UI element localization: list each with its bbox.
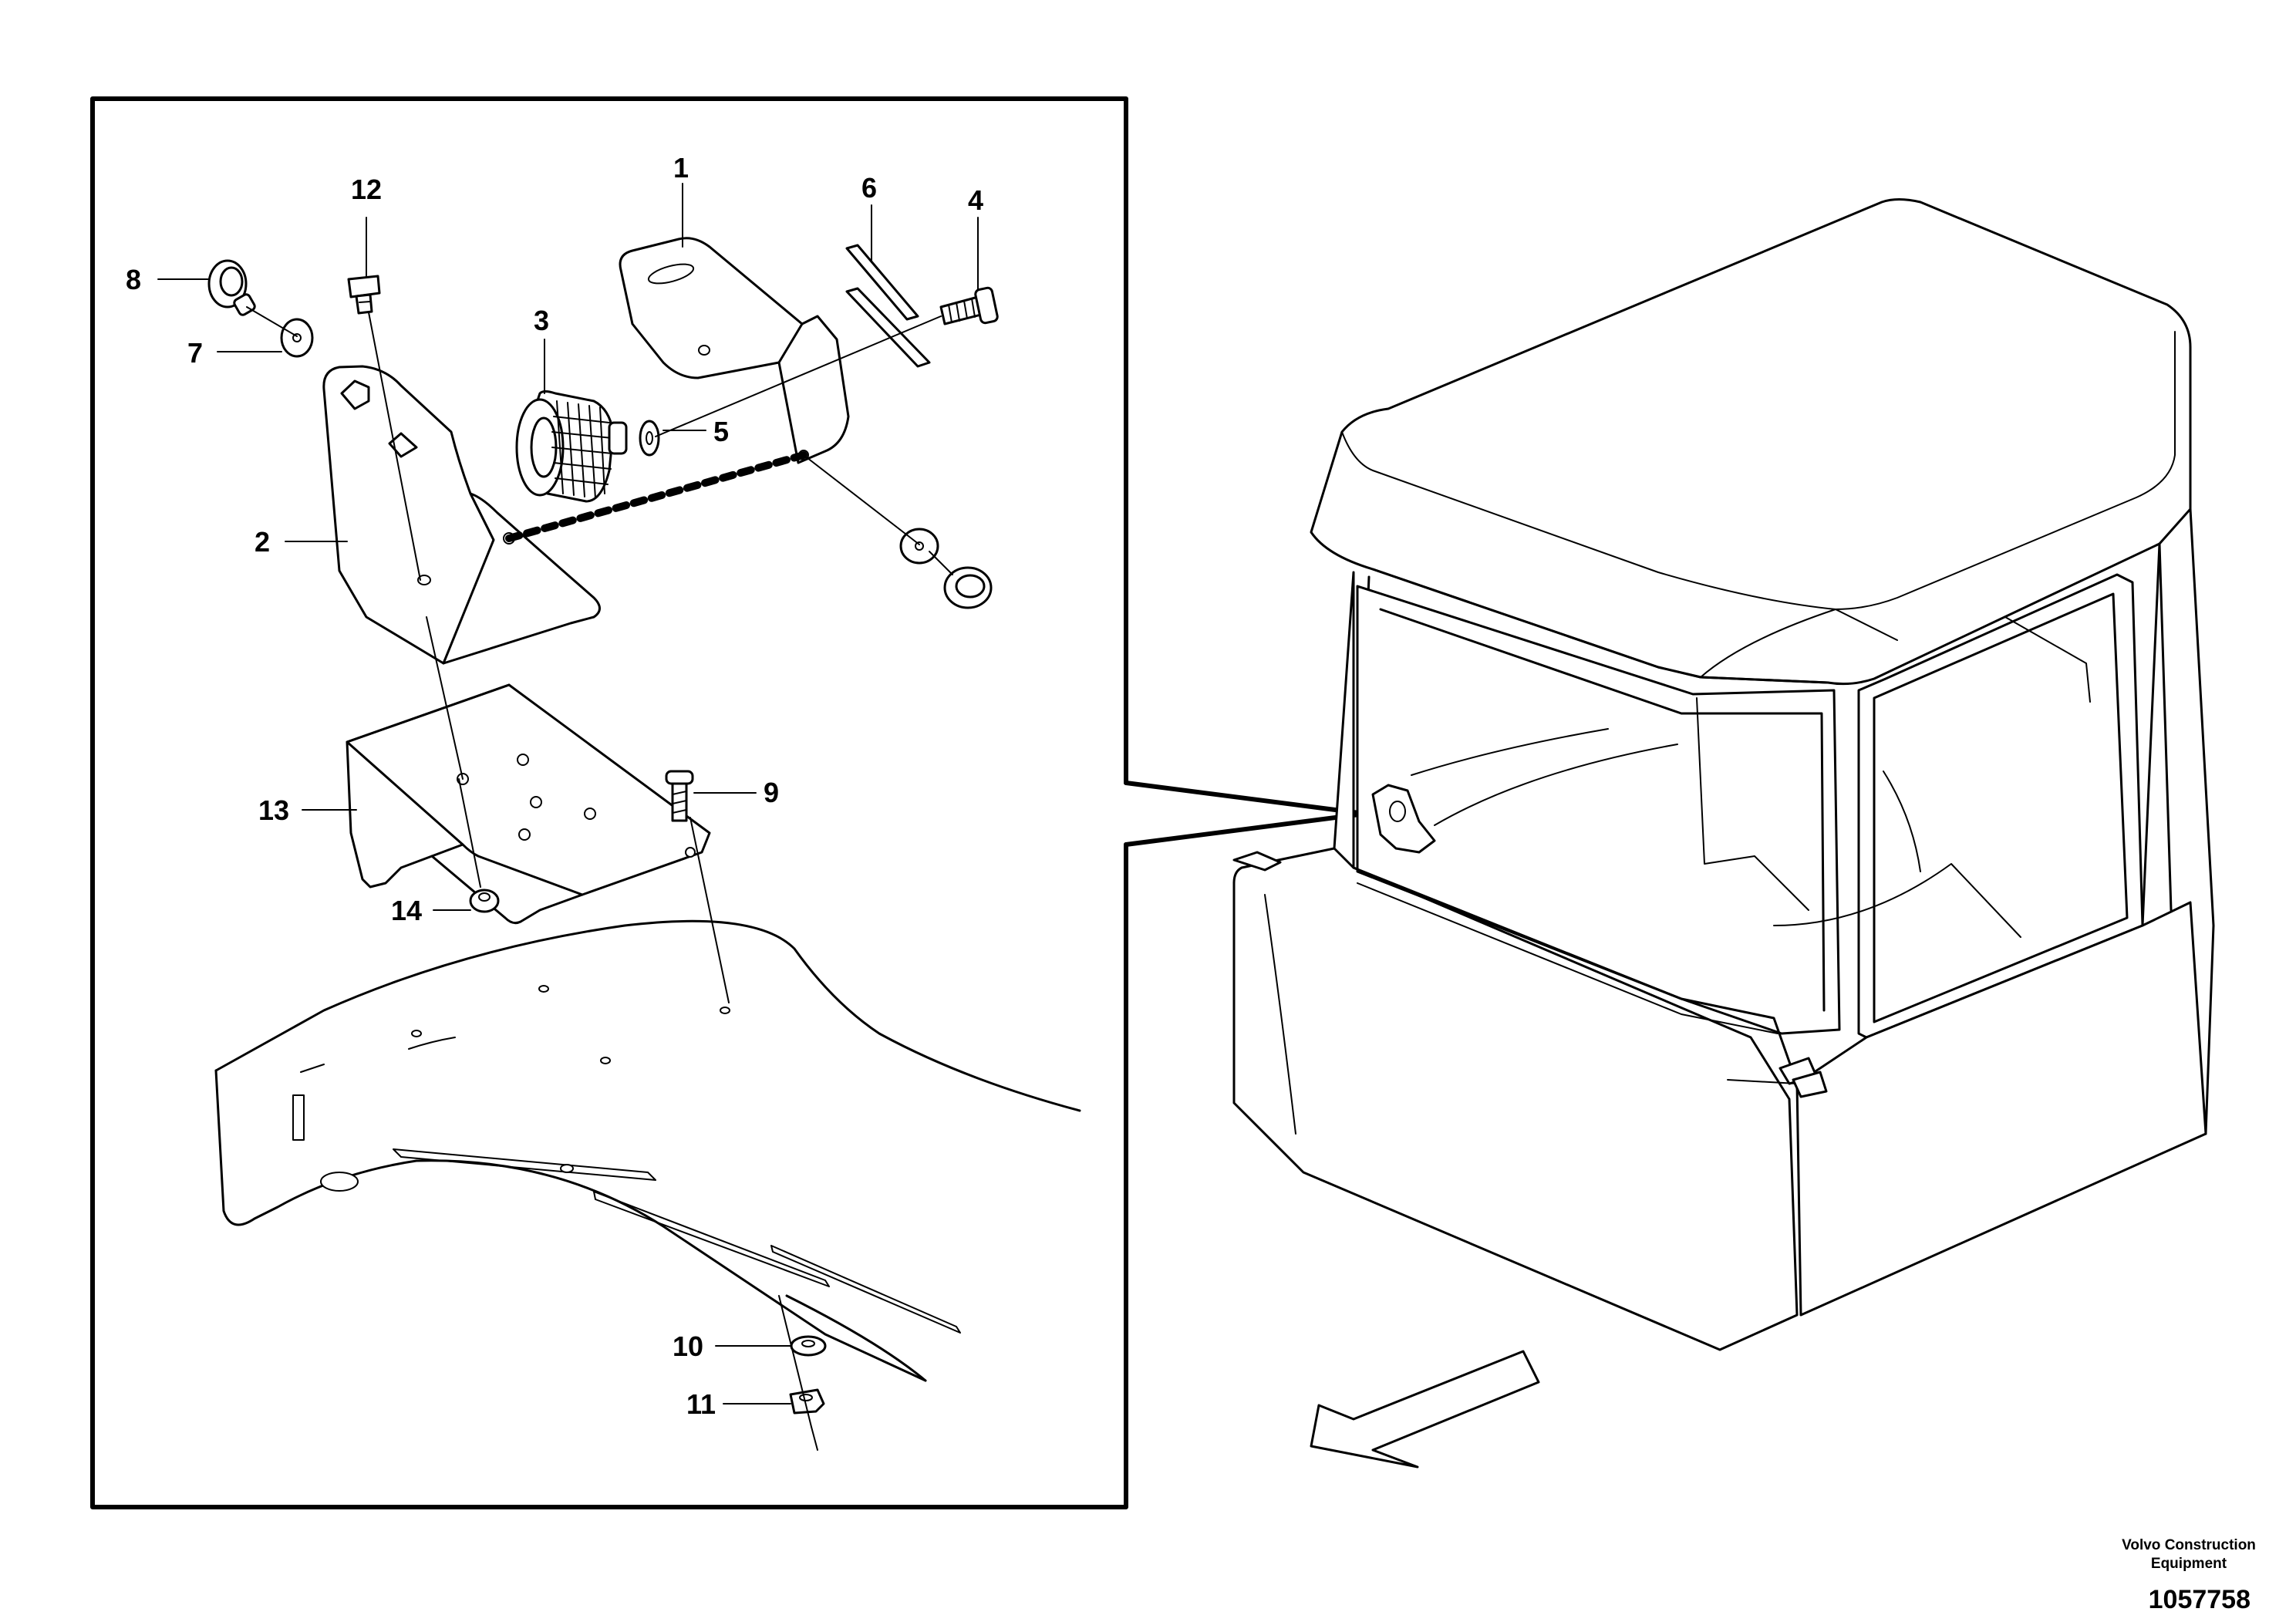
washer-part-7 xyxy=(280,318,314,358)
callout-12: 12 xyxy=(351,174,382,205)
callout-7: 7 xyxy=(187,337,203,369)
callout-8: 8 xyxy=(126,264,141,295)
washer-part-5 xyxy=(639,420,660,457)
knob-part-8 xyxy=(207,259,256,316)
bracket-part-2 xyxy=(322,365,601,665)
leader-lines xyxy=(157,183,979,1404)
cab-windshield xyxy=(1356,585,1841,1035)
cab-front-left xyxy=(1232,571,1799,1351)
footer: Volvo Construction Equipment 1057758 xyxy=(2122,1537,2256,1614)
fender-surface xyxy=(214,919,1081,1382)
maker-line-1: Volvo Construction xyxy=(2122,1537,2256,1553)
cab-side-window xyxy=(1857,573,2144,1039)
shims-part-6 xyxy=(845,244,931,368)
cab-overview xyxy=(1232,198,2215,1351)
bolt-part-12 xyxy=(347,275,381,315)
document-number: 1057758 xyxy=(2149,1585,2250,1614)
callout-1: 1 xyxy=(673,152,689,184)
callout-13: 13 xyxy=(258,794,289,826)
callout-10: 10 xyxy=(673,1330,703,1362)
maker-line-2: Equipment xyxy=(2151,1556,2227,1572)
knurled-knob-part-3 xyxy=(515,390,628,503)
screw-part-4 xyxy=(939,286,999,325)
callout-5: 5 xyxy=(713,416,729,447)
callout-4: 4 xyxy=(968,184,983,216)
assembly-axes xyxy=(246,306,953,1451)
callout-labels: 1 2 3 4 5 6 7 8 9 10 11 12 13 14 xyxy=(126,152,983,1420)
callout-11: 11 xyxy=(686,1388,716,1420)
callout-2: 2 xyxy=(255,526,270,558)
bracket-part-1 xyxy=(619,237,850,464)
bolt-part-9 xyxy=(665,770,694,822)
mounting-plate-part-13 xyxy=(346,683,711,925)
callout-3: 3 xyxy=(534,305,549,336)
nut-part-11 xyxy=(789,1388,825,1415)
callout-6: 6 xyxy=(861,172,877,204)
detail-frame xyxy=(90,96,1367,1509)
nut-part-14 xyxy=(469,889,500,913)
front-direction-arrow-icon xyxy=(1310,1350,1540,1469)
callout-9: 9 xyxy=(764,777,779,808)
washer-part-10 xyxy=(790,1335,827,1357)
callout-14: 14 xyxy=(391,895,422,926)
rear-knob xyxy=(943,566,993,609)
